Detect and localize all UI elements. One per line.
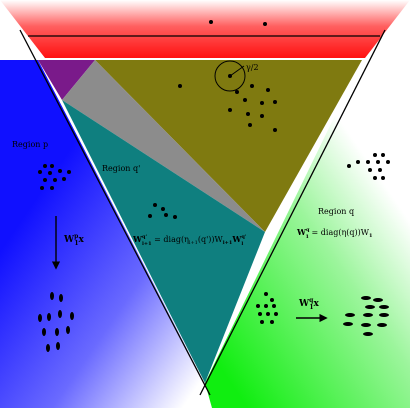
- region-p-dots: [38, 164, 71, 190]
- angle-circle: [214, 60, 246, 92]
- boundary-line-left: [19, 29, 211, 396]
- region-p-mapped-dots: [38, 292, 74, 352]
- region-q-label: Region q: [318, 207, 354, 216]
- olive-region: [95, 60, 362, 232]
- region-q-prime-label: Region q': [102, 164, 140, 173]
- teal-region-q-prime: [62, 100, 265, 383]
- angle-radius: [229, 65, 245, 77]
- region-q-prime-dots: [148, 203, 177, 219]
- green-region-q: [205, 60, 410, 408]
- boundary-line-right: [199, 29, 386, 396]
- region-q-mapped-dots: [343, 296, 389, 336]
- gamma-label: γ/2: [246, 63, 259, 72]
- olive-dots: [178, 84, 277, 132]
- blue-region-p: [0, 60, 205, 408]
- red-dots: [209, 20, 267, 26]
- region-q-prime-equation: Wq'l+1 = diag(ηl+1(q'))Wl+1Wq'l: [132, 234, 247, 247]
- region-q-dots-upper: [347, 153, 390, 180]
- region-q-dots-lower: [256, 292, 278, 324]
- purple-region: [38, 60, 95, 100]
- red-region: [0, 0, 410, 58]
- gray-region: [62, 60, 265, 232]
- region-p-label: Region p: [12, 140, 48, 149]
- angle-center-dot: [228, 74, 232, 78]
